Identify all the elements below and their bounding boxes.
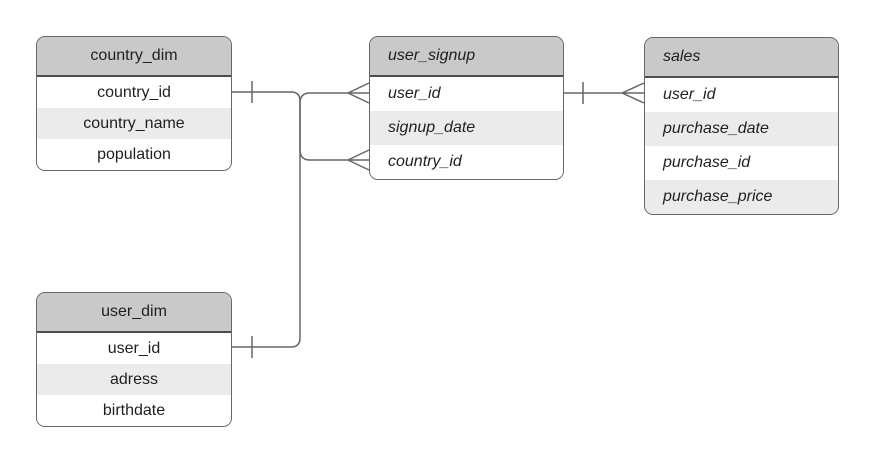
connector-user-dim-to-user-signup[interactable] (232, 82, 370, 358)
table-row-signup-date[interactable]: signup_date (370, 111, 563, 145)
table-title[interactable]: user_signup (370, 37, 563, 77)
table-row-purchase-price[interactable]: purchase_price (645, 180, 838, 214)
table-row-country-id[interactable]: country_id (370, 145, 563, 179)
table-row-purchase-id[interactable]: purchase_id (645, 146, 838, 180)
table-row-birthdate[interactable]: birthdate (37, 395, 231, 426)
table-row-purchase-date[interactable]: purchase_date (645, 112, 838, 146)
table-title[interactable]: sales (645, 38, 838, 78)
connector-line[interactable] (232, 92, 348, 348)
entity-table-country-dim[interactable]: country_dim country_id country_name popu… (36, 36, 232, 171)
entity-table-user-dim[interactable]: user_dim user_id adress birthdate (36, 292, 232, 427)
entity-table-sales[interactable]: sales user_id purchase_date purchase_id … (644, 37, 839, 215)
crow-foot-many-icon (621, 82, 645, 104)
table-row-user-id[interactable]: user_id (37, 333, 231, 364)
connector-user-signup-to-sales[interactable] (564, 82, 645, 104)
table-row-country-id[interactable]: country_id (37, 77, 231, 108)
crow-foot-many-icon (347, 149, 370, 171)
entity-table-user-signup[interactable]: user_signup user_id signup_date country_… (369, 36, 564, 180)
table-title[interactable]: country_dim (37, 37, 231, 77)
connector-line[interactable] (232, 91, 348, 161)
table-row-adress[interactable]: adress (37, 364, 231, 395)
table-row-user-id[interactable]: user_id (370, 77, 563, 111)
crow-foot-many-icon (347, 82, 370, 104)
table-title[interactable]: user_dim (37, 293, 231, 333)
table-row-user-id[interactable]: user_id (645, 78, 838, 112)
table-row-population[interactable]: population (37, 139, 231, 170)
table-row-country-name[interactable]: country_name (37, 108, 231, 139)
